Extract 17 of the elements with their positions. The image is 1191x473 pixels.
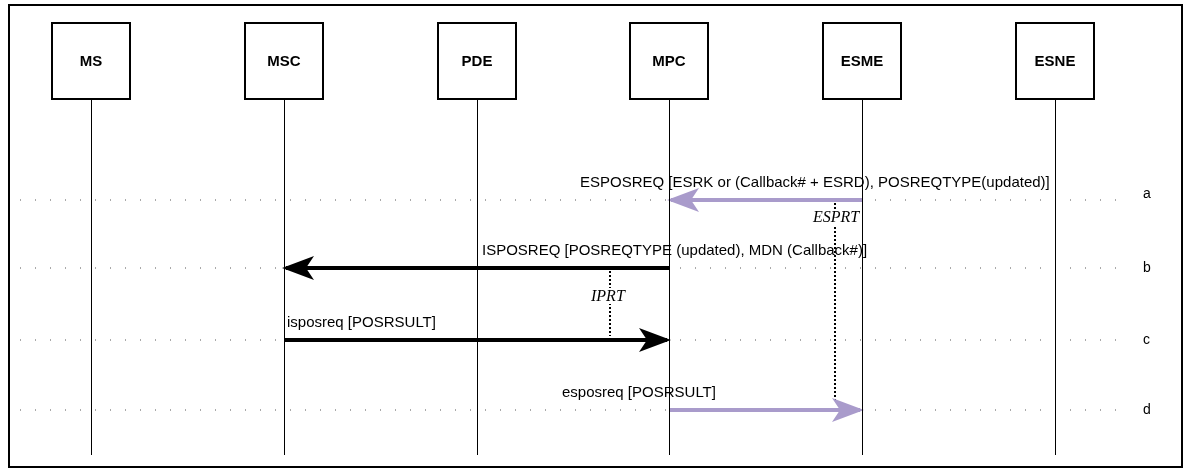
step-letter: c — [1143, 332, 1150, 346]
message-label: isposreq [POSRSULT] — [286, 314, 437, 329]
arrow — [282, 256, 669, 280]
entity-name: MPC — [652, 50, 686, 71]
arrow — [669, 398, 864, 422]
step-letter: b — [1143, 260, 1151, 274]
timer-label: ESPRT — [813, 209, 860, 225]
timer-label: IPRT — [591, 288, 625, 304]
entity-name: MS — [79, 50, 103, 71]
arrow — [284, 328, 671, 352]
entity-name: ESNE — [1034, 50, 1076, 71]
step-letter: a — [1143, 186, 1151, 200]
entity-name: MSC — [267, 50, 301, 71]
step-letter: d — [1143, 402, 1151, 416]
entity-name: ESME — [840, 50, 884, 71]
arrow — [667, 188, 862, 212]
entity-name: PDE — [461, 50, 493, 71]
